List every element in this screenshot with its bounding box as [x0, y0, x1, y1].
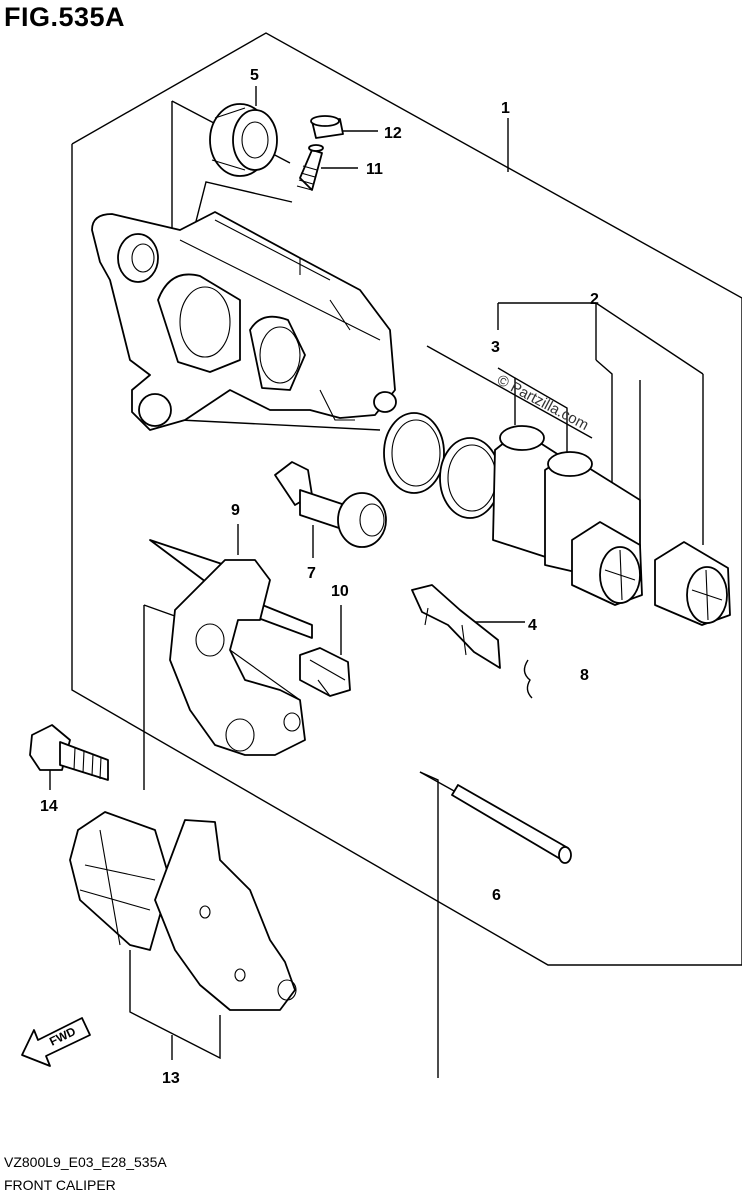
callout-numbers: 1 2 3 4 5 6 7 8 9 10 11 12 13 14	[40, 67, 599, 1087]
callout-7: 7	[307, 565, 316, 582]
callout-4: 4	[528, 617, 537, 634]
callout-13: 13	[162, 1070, 180, 1087]
diagram-code: VZ800L9_E03_E28_535A	[4, 1154, 167, 1170]
part-12-cap	[310, 115, 344, 139]
callout-5: 5	[250, 67, 259, 84]
assembly-frame	[71, 32, 742, 966]
part-6-pad-pin	[451, 784, 572, 864]
figure-title: FIG.535A	[4, 2, 126, 32]
callout-8: 8	[580, 667, 589, 684]
callout-12: 12	[384, 125, 402, 142]
part-9-bracket	[149, 539, 313, 756]
callout-11: 11	[366, 161, 383, 178]
fwd-arrow-icon: FWD	[21, 1017, 91, 1067]
part-1-caliper-body	[91, 211, 397, 431]
callout-1: 1	[501, 100, 510, 117]
piston-seals	[383, 412, 501, 519]
part-5-boot	[209, 103, 278, 177]
diagram-name: FRONT CALIPER	[4, 1177, 116, 1193]
callout-10: 10	[331, 583, 349, 600]
part-14-bolt	[29, 724, 109, 781]
part-2-piston-caps	[571, 521, 731, 626]
part-8-clip	[523, 659, 533, 699]
callout-2: 2	[590, 291, 599, 308]
part-13-brake-pads	[69, 811, 297, 1011]
part-10-retainer	[299, 647, 351, 697]
leader-lines	[49, 86, 704, 1078]
part-4-pad-spring	[411, 584, 501, 669]
part-7-slide-pin	[274, 461, 387, 548]
callout-6: 6	[492, 887, 501, 904]
callout-3: 3	[491, 339, 500, 356]
part-11-bleeder	[296, 144, 324, 191]
callout-9: 9	[231, 502, 240, 519]
watermark: © Partzilla.com	[494, 372, 591, 434]
callout-14: 14	[40, 798, 58, 815]
